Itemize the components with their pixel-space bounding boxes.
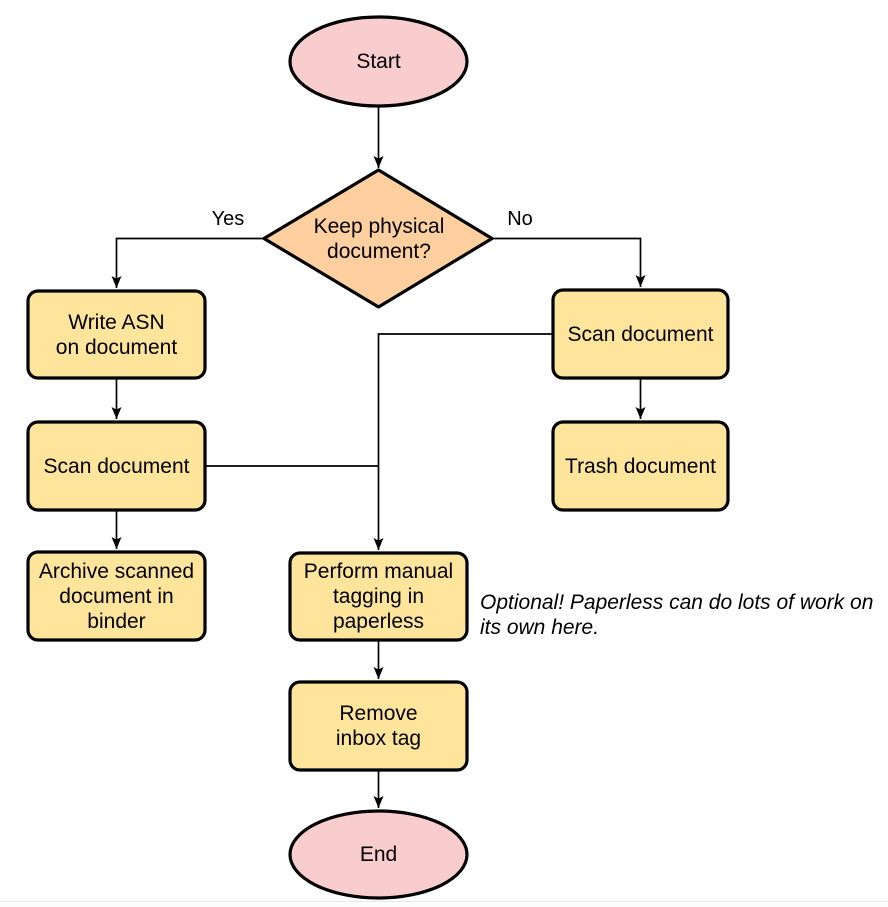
archive-node-shape — [26, 550, 207, 642]
scan-right-node-shape — [551, 288, 730, 380]
scan-right-node-label: Scan document — [567, 322, 714, 346]
decision-node-label: Keep physical document? — [313, 214, 445, 263]
write-asn-node-label: Write ASN on document — [55, 310, 178, 359]
trash-node-label: Trash document — [565, 454, 716, 478]
yes-edge-label: Yes — [211, 208, 245, 230]
archive-node-label: Archive scanned document in binder — [38, 559, 195, 633]
write-asn-node-shape — [26, 289, 207, 380]
edge-decision-no-to-scanright — [492, 237, 646, 287]
edge-decision-yes-to-writeasn — [111, 237, 264, 288]
perform-tagging-node-label: Perform manual tagging in paperless — [303, 560, 454, 633]
trash-node-shape — [551, 420, 730, 512]
scan-left-node-label: Scan document — [43, 454, 190, 478]
edge-scanright-to-perform — [373, 333, 553, 550]
scan-left-node-shape — [26, 420, 207, 512]
perform-tagging-node-shape — [288, 551, 469, 642]
nodes — [26, 15, 730, 900]
remove-inbox-node-shape — [288, 680, 469, 772]
page-bottom-divider — [0, 901, 888, 907]
remove-inbox-node-label: Remove inbox tag — [335, 702, 422, 750]
end-node-label: End — [359, 843, 398, 866]
optional-note: Optional! Paperless can do lots of work … — [480, 591, 874, 639]
end-node-shape — [288, 809, 469, 900]
start-node-shape — [288, 15, 469, 108]
start-node-label: Start — [356, 50, 401, 73]
decision-node-shape — [262, 168, 494, 309]
no-edge-label: No — [507, 208, 533, 230]
connectors — [111, 107, 646, 808]
